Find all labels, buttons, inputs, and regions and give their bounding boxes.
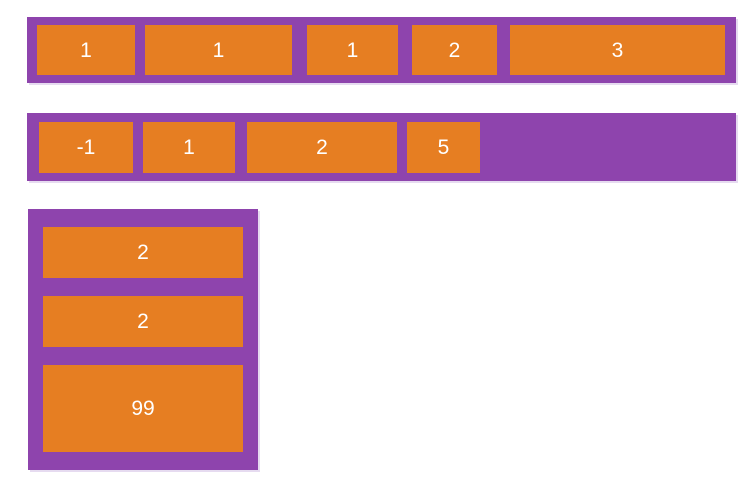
flex-item: 3	[510, 25, 725, 75]
flex-item: 1	[307, 25, 398, 75]
flex-item: 99	[43, 365, 243, 452]
flex-item: 2	[247, 122, 397, 173]
flex-item: 1	[143, 122, 235, 173]
flex-item: 1	[37, 25, 135, 75]
flex-column-container: 2 2 99	[28, 209, 258, 470]
flex-item: 2	[412, 25, 497, 75]
flex-item: 5	[407, 122, 480, 173]
flex-item: -1	[39, 122, 133, 173]
flex-row-container-2: -1 1 2 5	[27, 113, 736, 181]
flex-item: 2	[43, 296, 243, 347]
flex-item: 2	[43, 227, 243, 278]
flex-row-container-1: 1 1 1 2 3	[27, 17, 736, 83]
flex-item: 1	[145, 25, 292, 75]
